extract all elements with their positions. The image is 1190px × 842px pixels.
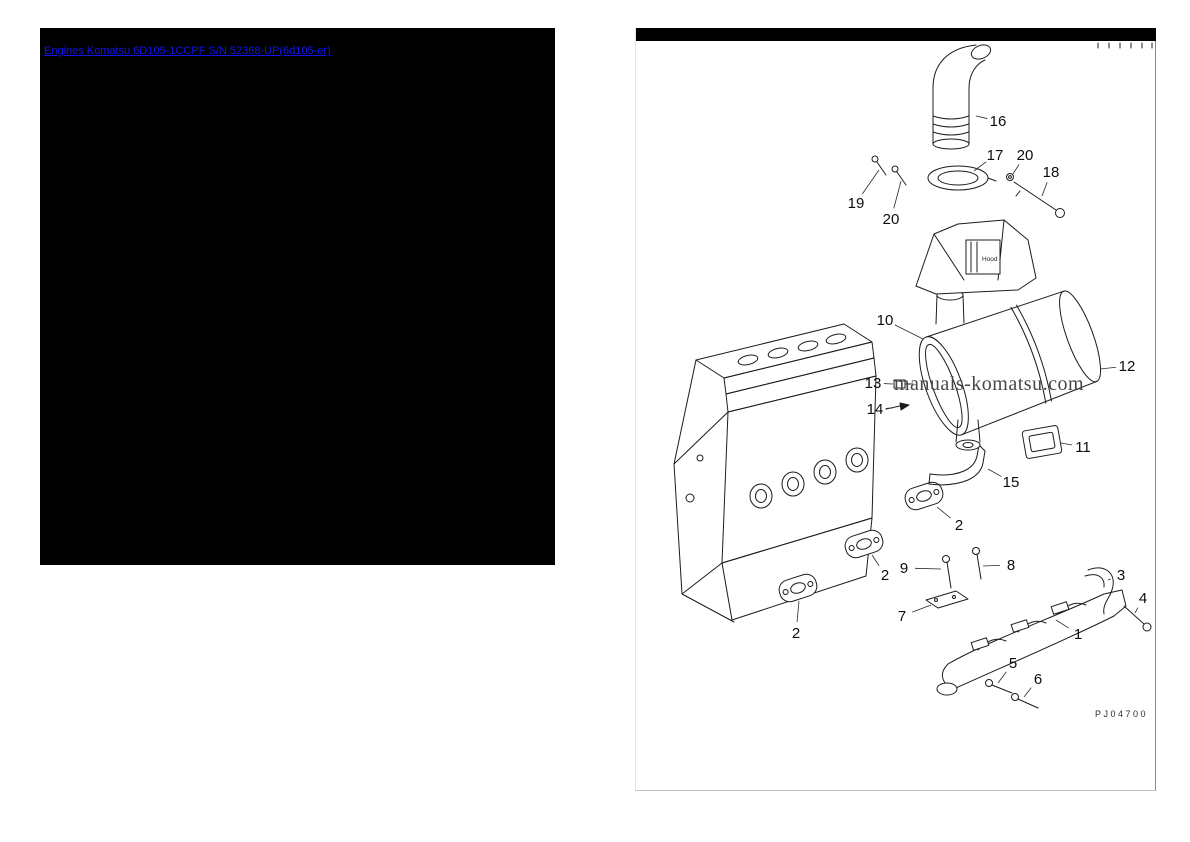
gasket-2 <box>778 573 818 603</box>
callout-17: 17 <box>987 147 1004 164</box>
callout-3: 3 <box>1117 567 1125 584</box>
callout-11: 11 <box>1075 439 1091 456</box>
manual-title-link[interactable]: Engines Komatsu 6D105-1CCPF S/N 52368-UP… <box>44 45 331 57</box>
callout-leader-9 <box>914 567 942 570</box>
air-cleaner <box>918 287 1102 436</box>
gasket-plate-11 <box>1021 425 1063 459</box>
callout-6: 6 <box>1034 671 1042 688</box>
callout-leader-5 <box>997 671 1007 684</box>
callout-leader-2 <box>796 600 800 623</box>
callout-18: 18 <box>1043 164 1060 181</box>
hood-text: Hood <box>982 256 998 263</box>
bolt-9 <box>942 555 952 589</box>
diagram-panel: Hood manuals-komatsu.com <box>635 28 1156 791</box>
callout-leader-2 <box>936 506 951 519</box>
pipe-clamp-ring <box>927 165 997 191</box>
callout-leader-17 <box>973 161 987 172</box>
callout-leader-7 <box>912 604 932 613</box>
callout-20: 20 <box>883 211 900 228</box>
callout-4: 4 <box>1139 590 1147 607</box>
callout-leader-8 <box>982 564 1001 567</box>
callout-leader-1 <box>1055 619 1069 629</box>
callout-2: 2 <box>881 567 889 584</box>
callout-leader-4 <box>1134 607 1139 614</box>
callout-leader-3 <box>1107 578 1111 581</box>
watermark: manuals-komatsu.com <box>894 373 1084 395</box>
mounting-plate <box>925 590 969 609</box>
air-inlet-stub <box>935 289 965 325</box>
bolt-5 <box>985 679 1013 694</box>
callout-10: 10 <box>877 312 894 329</box>
callout-12: 12 <box>1119 358 1136 375</box>
drawing-number: PJ04700 <box>1095 709 1148 719</box>
callout-leader-10 <box>894 324 924 340</box>
exhaust-stack <box>932 44 992 150</box>
connector-pipe <box>928 444 986 486</box>
callout-14: 14 <box>867 401 884 418</box>
bolt-6 <box>1011 693 1039 709</box>
callout-leader-19 <box>861 169 880 195</box>
callout-1: 1 <box>1074 626 1082 643</box>
callout-leader-12 <box>1099 366 1117 370</box>
callout-9: 9 <box>900 560 908 577</box>
callout-leader-2 <box>871 554 880 566</box>
parts-diagram: Hood manuals-komatsu.com <box>636 28 1156 719</box>
exhaust-manifold <box>936 589 1127 696</box>
callout-5: 5 <box>1009 655 1017 672</box>
callout-7: 7 <box>898 608 906 625</box>
bolt-18 <box>1013 181 1065 218</box>
callout-8: 8 <box>1007 557 1015 574</box>
callout-19: 19 <box>848 195 865 212</box>
callout-leader-15 <box>987 468 1002 477</box>
callout-leader-6 <box>1023 687 1032 698</box>
gasket-2 <box>844 529 884 559</box>
bolt-19 <box>871 155 887 176</box>
fitting-14 <box>885 402 910 411</box>
clamp-13 <box>893 379 914 389</box>
bolt-8 <box>972 547 982 580</box>
callout-leader-18 <box>1041 182 1048 197</box>
callout-15: 15 <box>1003 474 1020 491</box>
callout-leader-16 <box>975 115 988 119</box>
left-black-panel: Engines Komatsu 6D105-1CCPF S/N 52368-UP… <box>40 28 555 565</box>
callout-16: 16 <box>990 113 1007 130</box>
diagram-top-bar <box>636 28 1156 41</box>
hood: Hood <box>915 219 1037 295</box>
engine-block <box>673 323 877 623</box>
callout-2: 2 <box>792 625 800 642</box>
bracket-rod <box>1084 567 1114 615</box>
callout-leader-20 <box>893 180 902 209</box>
gasket-2 <box>904 481 944 511</box>
corner-marks <box>1097 42 1153 49</box>
callout-13: 13 <box>865 375 882 392</box>
air-outlet-stub <box>955 419 981 451</box>
bolt-4 <box>1123 605 1152 632</box>
nut-20 <box>1006 173 1014 181</box>
callout-leader-11 <box>1060 442 1073 446</box>
callout-20: 20 <box>1017 147 1034 164</box>
bolt-20 <box>891 165 907 186</box>
callout-2: 2 <box>955 517 963 534</box>
callout-leader-20 <box>1012 164 1020 175</box>
